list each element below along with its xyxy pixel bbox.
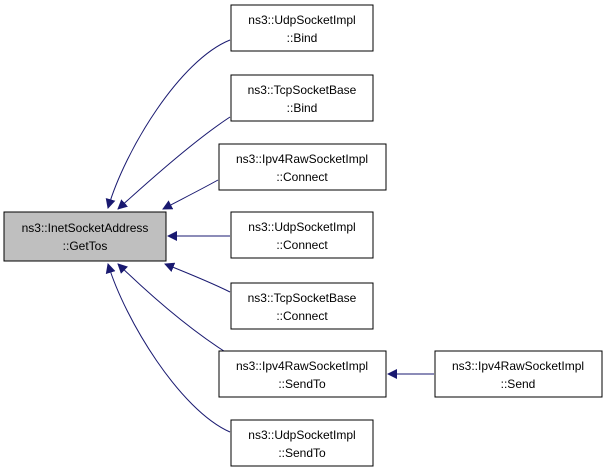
node-label-line1: ns3::InetSocketAddress bbox=[22, 221, 149, 235]
node-udpsocketimpl-sendto[interactable]: ns3::UdpSocketImpl ::SendTo bbox=[230, 419, 374, 467]
node-label-line1: ns3::Ipv4RawSocketImpl bbox=[236, 152, 368, 166]
node-label-line1: ns3::Ipv4RawSocketImpl bbox=[236, 359, 368, 373]
node-label-line2: ::GetTos bbox=[63, 239, 108, 253]
edge-ipv4raw-sendto bbox=[117, 263, 231, 356]
node-udpsocketimpl-connect[interactable]: ns3::UdpSocketImpl ::Connect bbox=[230, 211, 374, 259]
node-label-line2: ::Bind bbox=[287, 101, 318, 115]
node-label-line1: ns3::TcpSocketBase bbox=[248, 83, 357, 97]
edge-tcp-bind bbox=[117, 116, 231, 210]
node-udpsocketimpl-bind[interactable]: ns3::UdpSocketImpl ::Bind bbox=[230, 4, 374, 52]
node-inetsocketaddress-gettos[interactable]: ns3::InetSocketAddress ::GetTos bbox=[3, 211, 167, 262]
node-label-line2: ::SendTo bbox=[278, 446, 326, 460]
node-ipv4rawsocketimpl-connect[interactable]: ns3::Ipv4RawSocketImpl ::Connect bbox=[218, 143, 387, 191]
node-label-line2: ::SendTo bbox=[278, 377, 326, 391]
node-label-line2: ::Connect bbox=[276, 238, 328, 252]
node-tcpsocketbase-bind[interactable]: ns3::TcpSocketBase ::Bind bbox=[230, 74, 374, 122]
edge-tcp-connect bbox=[164, 262, 231, 293]
node-label-line1: ns3::UdpSocketImpl bbox=[248, 428, 355, 442]
node-label-line2: ::Connect bbox=[276, 309, 328, 323]
node-tcpsocketbase-connect[interactable]: ns3::TcpSocketBase ::Connect bbox=[230, 282, 374, 330]
node-ipv4rawsocketimpl-sendto[interactable]: ns3::Ipv4RawSocketImpl ::SendTo bbox=[218, 350, 387, 398]
node-label-line2: ::Send bbox=[501, 377, 536, 391]
node-label-line2: ::Connect bbox=[276, 170, 328, 184]
edge-udp-bind bbox=[105, 39, 231, 209]
node-label-line1: ns3::Ipv4RawSocketImpl bbox=[452, 359, 584, 373]
node-label-line1: ns3::UdpSocketImpl bbox=[248, 220, 355, 234]
edge-udp-sendto bbox=[105, 263, 231, 433]
node-label-line1: ns3::UdpSocketImpl bbox=[248, 13, 355, 27]
edges bbox=[105, 39, 434, 433]
node-ipv4rawsocketimpl-send[interactable]: ns3::Ipv4RawSocketImpl ::Send bbox=[434, 350, 603, 398]
edge-ipv4raw-connect bbox=[162, 179, 219, 210]
node-label-line2: ::Bind bbox=[287, 31, 318, 45]
node-label-line1: ns3::TcpSocketBase bbox=[248, 291, 357, 305]
